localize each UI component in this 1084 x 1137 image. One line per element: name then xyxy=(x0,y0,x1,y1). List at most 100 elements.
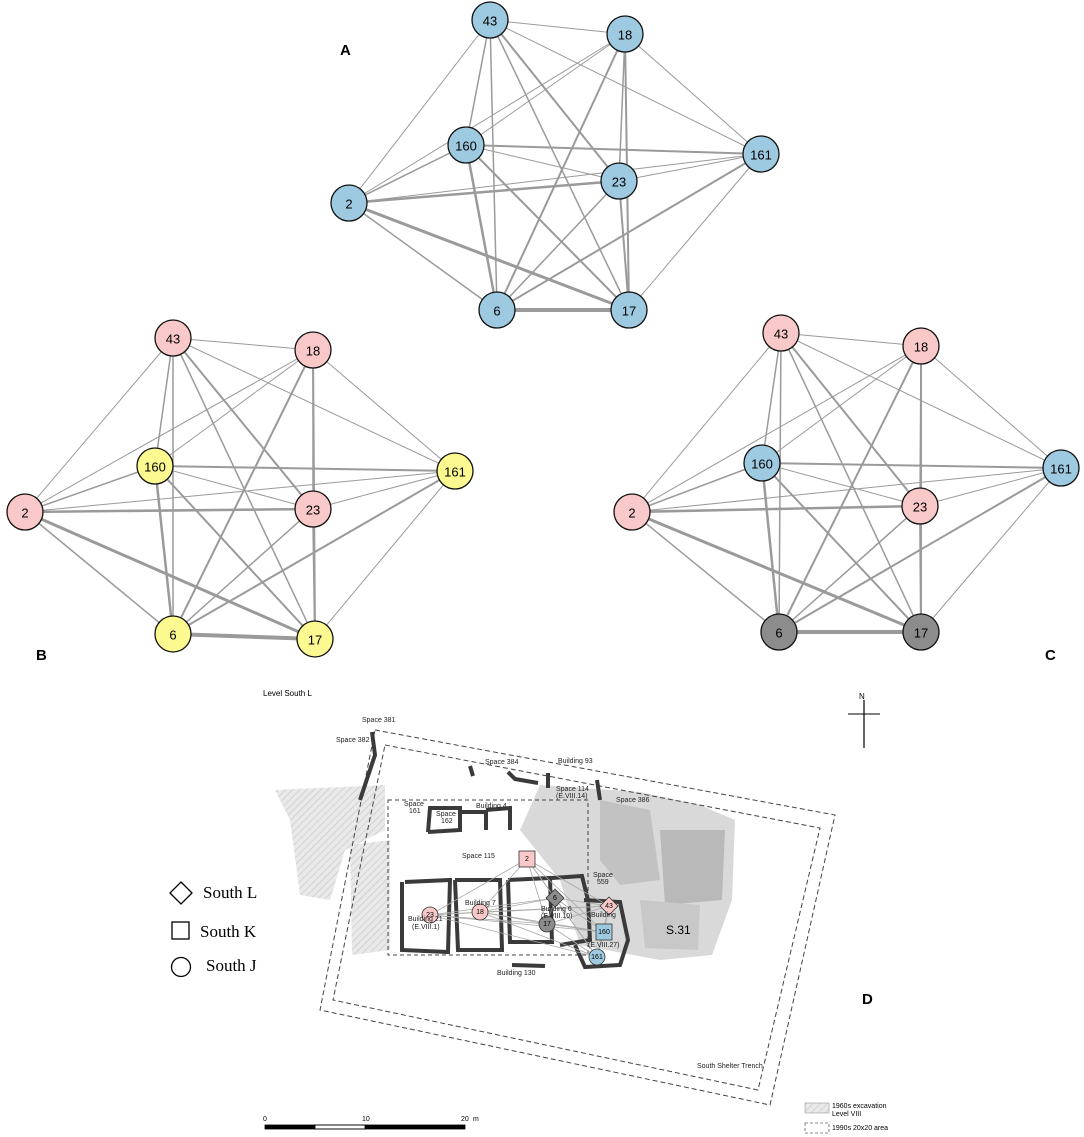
map-key: 1960s excavation Level VIII 1990s 20x20 … xyxy=(804,1102,888,1134)
edge-2-6 xyxy=(348,202,498,311)
map-edge-18-17 xyxy=(479,911,548,925)
map-edge-43-6 xyxy=(554,897,610,907)
label-building6: Building 6 xyxy=(541,906,572,913)
legend-label-south-k: South K xyxy=(200,922,257,941)
edge-160-23 xyxy=(761,462,921,507)
map-edge-160-2 xyxy=(526,858,605,933)
label-building-x: Building xyxy=(591,912,616,919)
edge-161-17 xyxy=(628,153,762,311)
node-18 xyxy=(606,15,644,53)
label-building21b: (E.VIII.1) xyxy=(412,924,440,931)
map-marker-label-17: 17 xyxy=(543,921,551,928)
label-building27b: (E.VIII.27) xyxy=(588,942,620,949)
edge-6-17 xyxy=(172,632,316,641)
node-label-6: 6 xyxy=(775,626,782,641)
node-43 xyxy=(154,319,192,357)
circle-icon xyxy=(170,956,192,978)
edge-160-2 xyxy=(348,144,467,204)
map-edge-23-6 xyxy=(429,897,556,916)
edge-23-2 xyxy=(631,504,921,514)
edge-161-2 xyxy=(348,153,762,204)
edge-18-6 xyxy=(496,33,626,311)
node-label-17: 17 xyxy=(622,304,636,319)
node-label-17: 17 xyxy=(308,633,322,648)
map-edge-160-23 xyxy=(429,914,605,933)
edge-23-6 xyxy=(172,508,314,635)
edge-43-18 xyxy=(489,19,626,35)
node-label-43: 43 xyxy=(483,14,497,29)
node-43 xyxy=(471,1,509,39)
panel-letter-d: D xyxy=(862,991,873,1008)
panel-letter-c: C xyxy=(1045,647,1056,664)
edge-23-17 xyxy=(618,180,630,311)
legend-label-south-l: South L xyxy=(203,883,257,902)
node-label-160: 160 xyxy=(455,139,477,154)
label-space162: Space xyxy=(436,811,456,818)
map-marker-160 xyxy=(595,923,613,941)
map-edge-18-6 xyxy=(479,897,556,913)
map-edge-23-2 xyxy=(429,858,528,916)
edge-160-23 xyxy=(465,144,620,182)
label-building7: Building 7 xyxy=(465,900,496,907)
legend-label-south-j: South J xyxy=(206,956,257,975)
node-label-23: 23 xyxy=(612,175,626,190)
node-label-2: 2 xyxy=(21,506,28,521)
map-edge-23-17 xyxy=(429,914,548,925)
node-18 xyxy=(902,327,940,365)
edge-160-161 xyxy=(761,462,1062,469)
label-building4: Building 4 xyxy=(476,803,507,810)
map-edge-161-23 xyxy=(429,914,598,958)
scale-tick-10: 10 xyxy=(362,1116,370,1123)
node-label-2: 2 xyxy=(628,506,635,521)
dashed-swatch xyxy=(804,1122,830,1134)
shape-legend: South L South K South J xyxy=(169,881,257,978)
node-label-161: 161 xyxy=(444,465,466,480)
edge-18-2 xyxy=(631,345,922,513)
edge-161-23 xyxy=(618,153,762,182)
map-marker-label-43: 43 xyxy=(605,903,613,910)
edge-18-161 xyxy=(920,345,1062,469)
node-label-6: 6 xyxy=(169,628,176,643)
edge-43-18 xyxy=(172,337,314,351)
scale-tick-0: 0 xyxy=(263,1116,267,1123)
trench-boundary xyxy=(319,729,836,1106)
map-edge-161-6 xyxy=(554,897,598,958)
map-marker-161 xyxy=(588,948,606,966)
edge-23-2 xyxy=(348,179,620,205)
node-label-6: 6 xyxy=(493,304,500,319)
node-17 xyxy=(296,620,334,658)
map-marker-43 xyxy=(599,896,619,916)
edge-160-6 xyxy=(464,144,499,311)
edge-161-23 xyxy=(919,467,1062,507)
map-edge-43-2 xyxy=(526,858,610,907)
node-2 xyxy=(613,493,651,531)
edge-160-17 xyxy=(154,465,316,640)
node-label-43: 43 xyxy=(166,332,180,347)
label-space114b: (E.VIII.14) xyxy=(556,793,588,800)
edge-18-160 xyxy=(154,349,314,467)
node-6 xyxy=(760,613,798,651)
map-edge-18-161 xyxy=(479,911,598,958)
edge-160-6 xyxy=(153,465,175,635)
site-map-panel: Level South L N xyxy=(169,689,888,1134)
level-title: Level South L xyxy=(263,689,312,698)
label-building93: Building 93 xyxy=(558,758,593,765)
edge-18-161 xyxy=(312,349,456,472)
label-building6b: (E.VIII.10) xyxy=(541,913,573,920)
edge-160-2 xyxy=(24,465,156,513)
edge-43-17 xyxy=(489,19,630,311)
north-arrow-icon: N xyxy=(848,692,880,748)
edge-43-6 xyxy=(489,19,498,311)
node-label-18: 18 xyxy=(914,340,928,355)
edge-43-23 xyxy=(489,19,620,182)
map-marker-label-161: 161 xyxy=(591,954,603,961)
edge-160-17 xyxy=(761,462,922,633)
edge-18-2 xyxy=(24,349,314,513)
node-6 xyxy=(154,615,192,653)
edge-161-2 xyxy=(631,467,1062,513)
node-160 xyxy=(136,447,174,485)
map-marker-2 xyxy=(518,850,536,868)
diamond-icon xyxy=(169,881,193,905)
node-2 xyxy=(330,184,368,222)
